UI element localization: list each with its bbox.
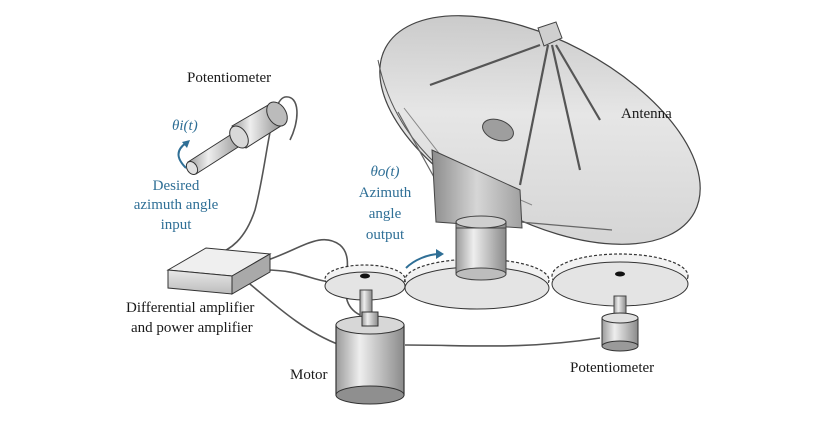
potentiometer-top-label: Potentiometer	[187, 70, 272, 86]
amplifier-box	[166, 247, 272, 295]
gear-large-right	[551, 253, 689, 319]
amplifier-label-line2: and power amplifier	[131, 320, 253, 336]
desired-label-line3: input	[160, 217, 192, 233]
wire-amp-to-motor	[244, 279, 341, 346]
desired-label-line2: azimuth angle	[133, 197, 219, 213]
desired-label-line1: Desired	[152, 178, 200, 194]
gear-small-left	[324, 264, 406, 319]
potentiometer-input	[185, 101, 288, 176]
azimuth-label-line3: output	[365, 227, 405, 243]
antenna-label: Antenna	[621, 106, 672, 122]
potentiometer-bottom-label: Potentiometer	[570, 360, 655, 376]
wire-pot2-feedback	[264, 269, 331, 283]
azimuth-label-line1: Azimuth	[358, 185, 412, 201]
wire-motor-to-pot2	[404, 337, 601, 347]
wire-pot-to-amp	[214, 96, 298, 256]
motor	[335, 311, 405, 405]
antenna-dish	[377, 15, 701, 245]
theta-i-label: θi(t)	[172, 118, 198, 134]
theta-o-label: θo(t)	[370, 164, 400, 180]
potentiometer-feedback	[601, 312, 639, 352]
motor-label: Motor	[290, 367, 328, 383]
azimuth-label-line2: angle	[368, 206, 402, 222]
amplifier-label-line1: Differential amplifier	[126, 300, 255, 316]
gear-large-center	[404, 227, 550, 310]
input-rotation-arrow	[177, 142, 187, 169]
